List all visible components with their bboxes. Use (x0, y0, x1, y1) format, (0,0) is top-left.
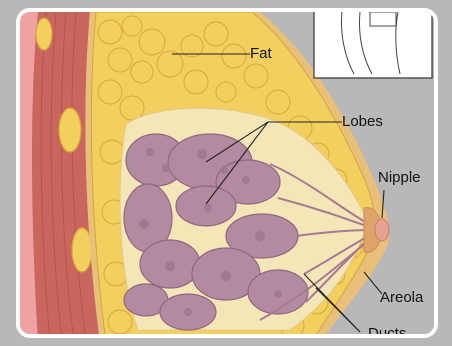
label-nipple: Nipple (378, 170, 421, 185)
label-lobes: Lobes (342, 114, 383, 129)
inset-diagram (314, 12, 432, 78)
label-fat: Fat (250, 46, 272, 61)
nipple (375, 219, 389, 241)
label-areola: Areola (380, 290, 423, 305)
label-ducts: Ducts (368, 326, 406, 338)
illustration-frame: Fat Lobes Nipple Areola Ducts (16, 8, 438, 338)
breast-anatomy-illustration (20, 12, 438, 338)
